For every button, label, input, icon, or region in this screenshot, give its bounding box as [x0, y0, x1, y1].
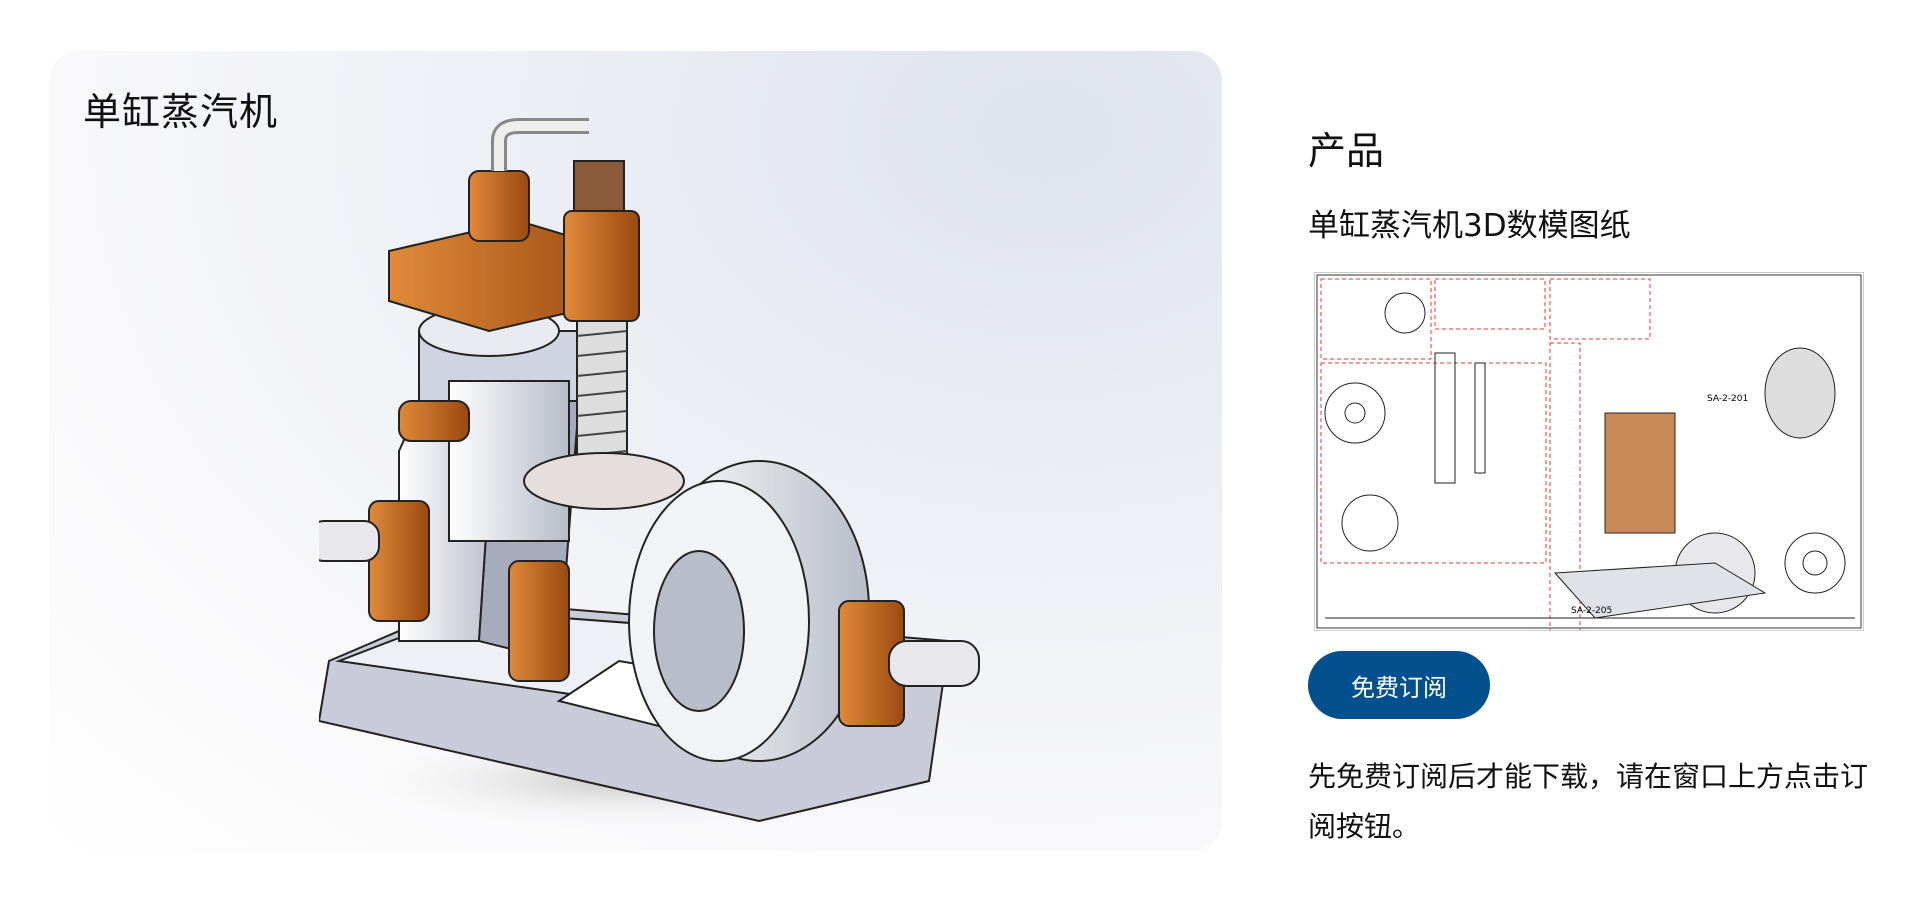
download-note: 先免费订阅后才能下载，请在窗口上方点击订阅按钮。 — [1308, 760, 1869, 843]
hero-title: 单缸蒸汽机 — [83, 90, 279, 134]
technical-drawing-preview: SA-2-205 SA-2-201 — [1314, 272, 1864, 634]
section-heading: 产品 — [1308, 129, 1385, 173]
product-hero-image: 单缸蒸汽机 — [49, 51, 1222, 851]
drawing-label: SA-2-205 — [1571, 606, 1612, 616]
drawing-label-2: SA-2-201 — [1707, 394, 1748, 404]
free-subscribe-button[interactable]: 免费订阅 — [1308, 651, 1490, 719]
steam-engine-illustration — [319, 118, 980, 831]
product-name: 单缸蒸汽机3D数模图纸 — [1308, 208, 1631, 244]
drawing-sheet: SA-2-205 SA-2-201 — [1316, 274, 1862, 634]
